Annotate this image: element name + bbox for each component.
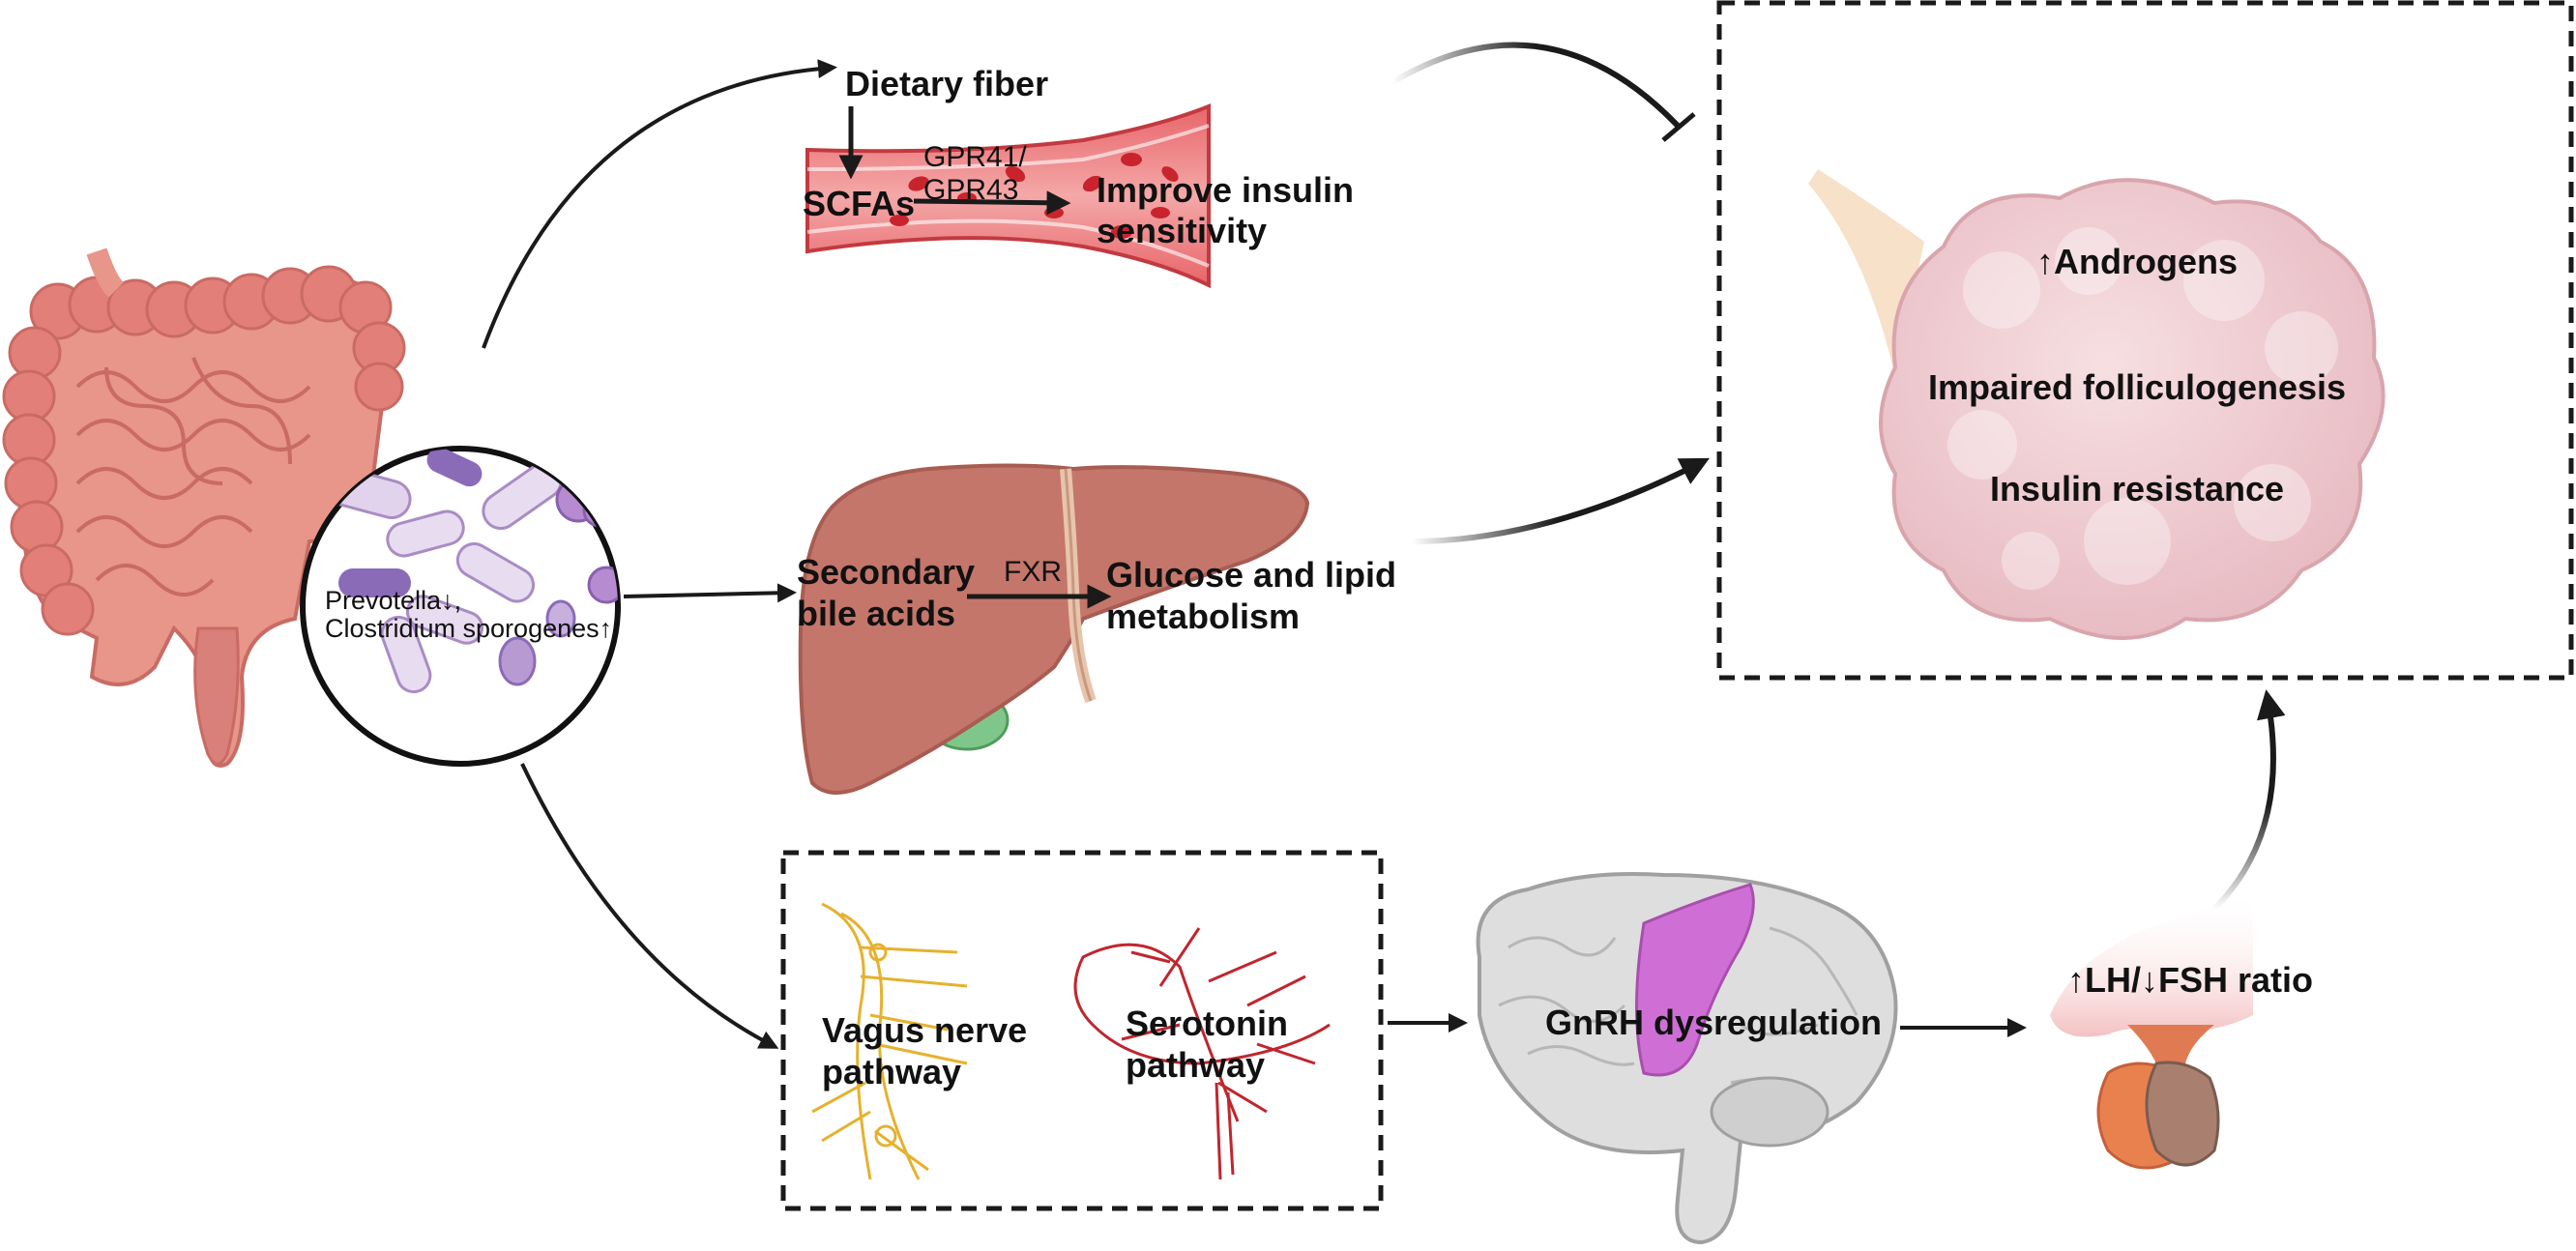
- vagus-nerve-illustration: [811, 902, 968, 1180]
- brain-illustration: [1476, 872, 1898, 1245]
- lh-fsh-ratio-label: ↑LH/↓FSH ratio: [2067, 960, 2314, 1000]
- androgens-label: ↑Androgens: [2035, 242, 2238, 281]
- insulin-inhibits-ovary-arrow: [1390, 42, 1681, 129]
- dietary-fiber-label: Dietary fiber: [845, 64, 1049, 103]
- serotonin-line1: Serotonin: [1126, 1004, 1288, 1043]
- pituitary-to-ovary-arrow: [2211, 689, 2286, 912]
- gpr-receptor-line2: GPR43: [923, 174, 1019, 206]
- gut-to-fiber-arrow: [482, 59, 837, 349]
- microbiota-label-line1: Prevotella↓,: [325, 586, 462, 615]
- insulin-resistance-label: Insulin resistance: [1989, 469, 2285, 509]
- glucose-lipid-line2: metabolism: [1106, 596, 1301, 636]
- liver-illustration: [798, 463, 1310, 795]
- insulin-sensitivity-line1: Improve insulin: [1097, 170, 1355, 210]
- gnrh-dysregulation-label: GnRH dysregulation: [1545, 1003, 1883, 1042]
- bile-acids-line1: Secondary: [797, 552, 976, 592]
- glucose-to-ovary-arrow: [1411, 457, 1711, 544]
- intestine-illustration: [2, 247, 406, 768]
- insulin-sensitivity-line2: sensitivity: [1097, 211, 1268, 250]
- serotonin-pathway-illustration: [1073, 927, 1331, 1180]
- gut-to-neural-arrow: [520, 763, 779, 1049]
- blood-vessel-illustration: [805, 103, 1211, 289]
- folliculogenesis-label: Impaired folliculogenesis: [1927, 367, 2347, 407]
- inhibition-bar: [1661, 112, 1696, 142]
- serotonin-line2: pathway: [1126, 1045, 1266, 1085]
- ovary-outcomes-box: [1716, 0, 2574, 681]
- vagus-nerve-line2: pathway: [822, 1052, 962, 1091]
- microbiota-label-line2: Clostridium sporogenes↑: [325, 614, 613, 643]
- glucose-lipid-line1: Glucose and lipid: [1106, 555, 1397, 595]
- bile-acids-line2: bile acids: [797, 594, 956, 633]
- vagus-nerve-line1: Vagus nerve: [822, 1010, 1028, 1050]
- scfa-label: SCFAs: [803, 184, 916, 223]
- scfa-to-insulin-arrow: [913, 190, 1071, 216]
- fxr-receptor-label: FXR: [1004, 556, 1062, 588]
- microbiota-to-bile-arrow: [623, 583, 797, 603]
- gpr-receptor-line1: GPR41/: [923, 141, 1027, 173]
- microbiota-magnifier: [300, 446, 621, 767]
- ovary-illustration: [1808, 169, 2386, 640]
- pituitary-illustration: [2050, 889, 2253, 1170]
